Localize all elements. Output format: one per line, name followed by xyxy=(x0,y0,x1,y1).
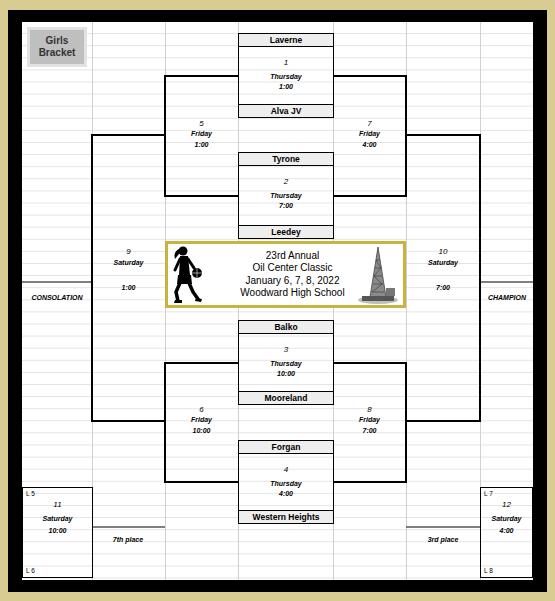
bracket-line xyxy=(406,269,480,421)
game-day: Thursday xyxy=(239,191,333,201)
bracket-label: CONSOLATION xyxy=(12,293,102,303)
game-day: Saturday xyxy=(406,258,480,268)
game-box: Forgan 4Thursday4:00Western Heights xyxy=(238,440,334,524)
bracket-line xyxy=(92,135,165,269)
bracket-title-box: Girls Bracket xyxy=(27,27,87,67)
game-day: Saturday xyxy=(481,514,532,524)
bracket-label: CHAMPION xyxy=(462,293,552,303)
game-day: Saturday xyxy=(92,258,165,268)
game-time: 4:00 xyxy=(239,489,333,499)
game-number: 1 xyxy=(239,58,333,68)
game-number: 6 xyxy=(165,405,238,415)
game-box: Laverne 1Thursday1:00Alva JV xyxy=(238,33,334,118)
game-time: 1:00 xyxy=(239,82,333,92)
loser-slot: L 8 xyxy=(484,567,493,575)
team-name: Forgan xyxy=(239,441,333,454)
loser-slot: L 5 xyxy=(26,490,35,498)
game-day: Friday xyxy=(333,129,406,139)
team-name: Mooreland xyxy=(239,391,333,404)
team-name: Leedey xyxy=(239,225,333,238)
game-day: Friday xyxy=(165,129,238,139)
bracket-game: 6Friday10:00 xyxy=(165,404,238,438)
sheet-background xyxy=(22,22,533,580)
loser-slot: L 6 xyxy=(26,567,35,575)
game-number: 12 xyxy=(481,500,532,510)
team-name: Alva JV xyxy=(239,104,333,117)
team-name: Balko xyxy=(239,321,333,334)
game-number: 11 xyxy=(23,500,92,510)
game-time: 7:00 xyxy=(333,426,406,436)
bracket-game: 7Friday4:00 xyxy=(333,118,406,152)
game-number: 3 xyxy=(239,345,333,355)
logo-text: Woodward High School xyxy=(240,287,344,300)
game-time: 1:00 xyxy=(92,283,165,293)
game-number: 8 xyxy=(333,405,406,415)
bracket-line xyxy=(334,135,406,196)
game-time: 1:00 xyxy=(165,140,238,150)
game-number: 2 xyxy=(239,177,333,187)
bracket-line xyxy=(165,421,238,482)
bracket-game: 5Friday1:00 xyxy=(165,118,238,152)
bracket-game: 10Saturday 7:00 xyxy=(406,244,480,294)
bracket-line xyxy=(165,76,238,135)
placement-line xyxy=(22,282,533,527)
placement-game-box: L 5 11Saturday 10:00 L 6 xyxy=(22,487,93,578)
game-time: 10:00 xyxy=(23,526,92,536)
black-frame xyxy=(8,10,547,592)
game-number: 4 xyxy=(239,465,333,475)
logo-text: January 6, 7, 8, 2022 xyxy=(246,275,340,288)
game-box: Balko 3Thursday10:00Mooreland xyxy=(238,320,334,405)
game-time: 10:00 xyxy=(165,426,238,436)
game-box: Tyrone 2Thursday7:00Leedey xyxy=(238,152,334,239)
game-number: 9 xyxy=(92,247,165,257)
game-day: Thursday xyxy=(239,359,333,369)
game-time: 10:00 xyxy=(239,369,333,379)
bracket-line xyxy=(334,363,406,421)
player-silhouette xyxy=(174,247,202,304)
logo-text: Oil Center Classic xyxy=(252,262,332,275)
bracket-line xyxy=(334,421,406,482)
game-time: 4:00 xyxy=(481,526,532,536)
tournament-logo: 23rd AnnualOil Center ClassicJanuary 6, … xyxy=(165,241,406,308)
game-number: 10 xyxy=(406,247,480,257)
game-day: Saturday xyxy=(23,514,92,524)
team-name: Western Heights xyxy=(239,510,333,523)
team-name: Laverne xyxy=(239,34,333,47)
bracket-label: 7th place xyxy=(83,535,173,545)
bracket-line xyxy=(406,135,480,269)
bracket-label: 3rd place xyxy=(398,535,488,545)
oil-derrick xyxy=(358,247,398,304)
logo-text: 23rd Annual xyxy=(266,250,319,263)
bracket-line xyxy=(334,76,406,135)
game-day: Thursday xyxy=(239,479,333,489)
game-time: 4:00 xyxy=(333,140,406,150)
bracket-line xyxy=(165,363,238,421)
game-number: 5 xyxy=(165,119,238,129)
sheet-columns xyxy=(93,22,481,580)
game-time: 7:00 xyxy=(406,283,480,293)
game-time: 7:00 xyxy=(239,201,333,211)
game-day: Thursday xyxy=(239,72,333,82)
bracket-line xyxy=(92,269,165,421)
game-day: Friday xyxy=(165,415,238,425)
placement-game-box: L 7 12Saturday 4:00 L 8 xyxy=(480,487,533,578)
bracket-line xyxy=(165,135,238,196)
game-number: 7 xyxy=(333,119,406,129)
game-day: Friday xyxy=(333,415,406,425)
sheet-rows xyxy=(22,22,533,580)
bracket-game: 8Friday7:00 xyxy=(333,404,406,438)
loser-slot: L 7 xyxy=(484,490,493,498)
team-name: Tyrone xyxy=(239,153,333,166)
bracket-game: 9Saturday 1:00 xyxy=(92,244,165,294)
bracket-title: Girls Bracket xyxy=(36,35,78,59)
